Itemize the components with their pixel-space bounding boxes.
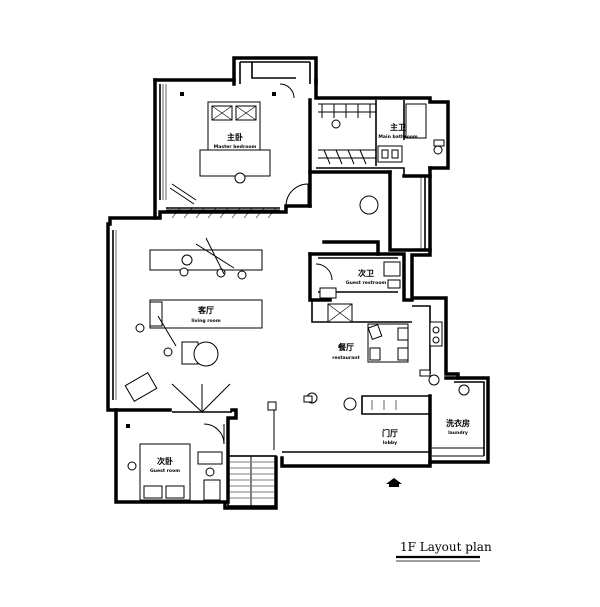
label-en: lobby: [383, 440, 397, 446]
living-room-furniture: [124, 237, 263, 413]
guest-restroom-fixtures: [315, 261, 401, 299]
room-label-laundry: 洗衣房 laundry: [446, 418, 470, 436]
room-label-main-bathroom: 主卫 Main bathroom: [378, 122, 418, 140]
corridor-features: [359, 195, 379, 215]
laundry-fixtures: [432, 384, 484, 457]
label-zh: 门厅: [382, 428, 398, 438]
label-en: Guest room: [150, 468, 180, 474]
room-label-lobby: 门厅 lobby: [382, 428, 398, 446]
label-en: laundry: [448, 430, 468, 436]
room-label-guest-restroom: 次卫 Guest restroom: [346, 268, 387, 286]
label-zh: 主卫: [390, 122, 406, 132]
label-zh: 餐厅: [337, 342, 354, 352]
master-bedroom-furniture: [169, 83, 309, 219]
room-label-living-room: 客厅 living room: [191, 305, 220, 324]
staircase: [227, 455, 277, 507]
label-en: Master bedroom: [214, 144, 257, 150]
plan-title-block: 1F Layout plan: [396, 540, 492, 562]
room-label-guest-room: 次卧 Guest room: [150, 456, 180, 474]
label-zh: 主卧: [227, 132, 243, 142]
label-en: living room: [191, 318, 220, 324]
label-zh: 次卧: [157, 456, 173, 466]
guest-room-furniture: [126, 423, 225, 501]
label-zh: 洗衣房: [446, 418, 470, 428]
room-label-master-bedroom: 主卧 Master bedroom: [214, 132, 257, 150]
dining-kitchen-furniture: [327, 303, 443, 386]
exterior-walls: [106, 56, 490, 510]
label-en: Guest restroom: [346, 280, 387, 286]
label-zh: 次卫: [358, 268, 374, 278]
label-en: Main bathroom: [378, 134, 418, 140]
interior-walls: [114, 98, 432, 504]
main-bathroom-fixtures: [318, 103, 445, 165]
room-label-restaurant: 餐厅 restaurant: [332, 342, 360, 361]
plan-title: 1F Layout plan: [400, 540, 492, 554]
lobby-furniture: [267, 392, 402, 487]
label-zh: 客厅: [197, 305, 214, 315]
label-en: restaurant: [332, 355, 360, 361]
